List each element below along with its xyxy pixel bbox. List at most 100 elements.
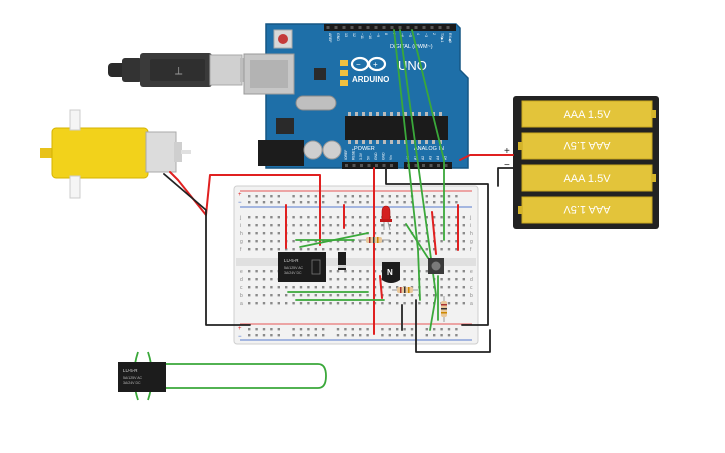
wire-gnd-black-2[interactable]	[415, 299, 491, 353]
relay-line-1: 5A/125V AC	[284, 266, 304, 270]
wire-green-h-2[interactable]	[299, 232, 369, 248]
header-pin[interactable]	[414, 164, 418, 167]
pin-label: GND	[336, 33, 340, 41]
wire-green-pin-1[interactable]	[399, 29, 437, 331]
pushbutton[interactable]	[428, 258, 444, 274]
digital-header	[324, 24, 456, 31]
battery-cell[interactable]: AAA 1.5V	[518, 196, 653, 224]
pin-label: 8	[384, 33, 388, 35]
header-pin[interactable]	[367, 164, 371, 167]
header-pin[interactable]	[334, 26, 338, 29]
pin-label: ~3	[424, 33, 428, 37]
pin-label: ~10	[368, 33, 372, 39]
header-pin[interactable]	[422, 26, 426, 29]
header-pin[interactable]	[438, 26, 442, 29]
wire-gnd-black[interactable]	[385, 167, 489, 326]
battery-cell[interactable]: AAA 1.5V	[521, 164, 656, 192]
svg-text:+: +	[373, 60, 378, 69]
row-letter: a	[470, 301, 473, 307]
battery-cell[interactable]: AAA 1.5V	[518, 132, 653, 160]
diode[interactable]	[338, 252, 346, 270]
npn-transistor[interactable]: N	[382, 262, 400, 283]
header-pin[interactable]	[406, 26, 410, 29]
wire-motor-red[interactable]	[169, 171, 321, 246]
header-pin[interactable]	[360, 164, 363, 167]
header-pin[interactable]	[398, 26, 402, 29]
wires[interactable]	[163, 29, 514, 353]
header-pin[interactable]	[375, 164, 378, 167]
rail-sign: −	[238, 200, 242, 206]
wire-vin-red[interactable]	[459, 154, 514, 161]
battery-cell-label: AAA 1.5V	[563, 203, 611, 215]
header-pin[interactable]	[430, 26, 434, 29]
relay-loose-title: LU-5-R	[123, 368, 138, 373]
row-letter: a	[240, 301, 243, 307]
rail-sign: −	[238, 334, 242, 340]
resistor-1[interactable]	[358, 237, 390, 243]
relay-loose[interactable]: LU-5-R 5A/125V AC 3A/24V DC	[118, 351, 327, 401]
wire-green-pin-3[interactable]	[411, 29, 445, 241]
pin-label: A4	[436, 156, 440, 160]
header-pin[interactable]	[390, 164, 393, 167]
arduino-logo-icon: − +	[350, 56, 387, 72]
row-letter: j	[469, 215, 471, 221]
row-letter: b	[470, 293, 473, 299]
led-red[interactable]	[380, 205, 392, 231]
battery-plus-label: +	[504, 146, 510, 157]
header-pin[interactable]	[374, 26, 378, 29]
rail-sign: +	[238, 192, 242, 198]
header-pin[interactable]	[326, 26, 330, 29]
wire-motor-black[interactable]	[163, 173, 251, 326]
usb-symbol-icon: ⟂	[175, 65, 183, 77]
header-pin[interactable]	[429, 164, 433, 167]
transistor-label: N	[387, 268, 393, 277]
relay-line-2: 3A/24V DC	[284, 271, 302, 275]
row-letter: g	[240, 239, 243, 245]
header-pin[interactable]	[414, 26, 418, 29]
battery-cell[interactable]: AAA 1.5V	[521, 100, 656, 128]
wire-green-loop[interactable]	[142, 363, 327, 389]
header-pin[interactable]	[342, 26, 346, 29]
digital-pwm-label: DIGITAL (PWM~)	[390, 44, 433, 50]
header-pin[interactable]	[390, 26, 394, 29]
wire-red-jumper-5[interactable]	[379, 275, 383, 299]
pin-label: GND	[374, 152, 378, 160]
pin-label: IOREF	[344, 150, 348, 160]
pin-label: ~6	[400, 33, 404, 37]
header-pin[interactable]	[358, 26, 362, 29]
header-pin[interactable]	[382, 164, 386, 167]
pin-label: ~9	[376, 33, 380, 37]
header-pin[interactable]	[444, 164, 448, 167]
capacitor-2	[322, 140, 342, 160]
resistor-2[interactable]	[392, 287, 418, 293]
dc-motor[interactable]	[40, 109, 191, 199]
wire-bat-minus[interactable]	[497, 167, 514, 187]
header-pin[interactable]	[437, 164, 440, 167]
header-pin[interactable]	[345, 164, 348, 167]
row-letter: g	[470, 239, 473, 245]
header-pin[interactable]	[352, 164, 356, 167]
wire-red-jumper-4[interactable]	[431, 211, 437, 255]
battery-cell-label: AAA 1.5V	[563, 139, 611, 151]
row-letter: j	[239, 215, 241, 221]
header-pin[interactable]	[382, 26, 386, 29]
row-letter: e	[240, 269, 243, 275]
header-pin[interactable]	[422, 164, 425, 167]
header-pin[interactable]	[366, 26, 370, 29]
crystal	[295, 95, 337, 111]
header-pin[interactable]	[446, 26, 450, 29]
dc-power-jack	[258, 140, 304, 166]
relay[interactable]: LU-5-R 5A/125V AC 3A/24V DC	[278, 252, 326, 282]
motor-gearbox	[51, 127, 149, 179]
pin-label: TX▶1	[440, 33, 444, 42]
pin-label: A3	[429, 156, 433, 160]
resistor-3[interactable]	[441, 296, 447, 322]
wire-green-v-1[interactable]	[405, 223, 429, 259]
row-letter: d	[470, 277, 473, 283]
wire-green-pin-2[interactable]	[393, 29, 421, 301]
relay-loose-line-1: 5A/125V AC	[123, 376, 143, 380]
header-pin[interactable]	[350, 26, 354, 29]
